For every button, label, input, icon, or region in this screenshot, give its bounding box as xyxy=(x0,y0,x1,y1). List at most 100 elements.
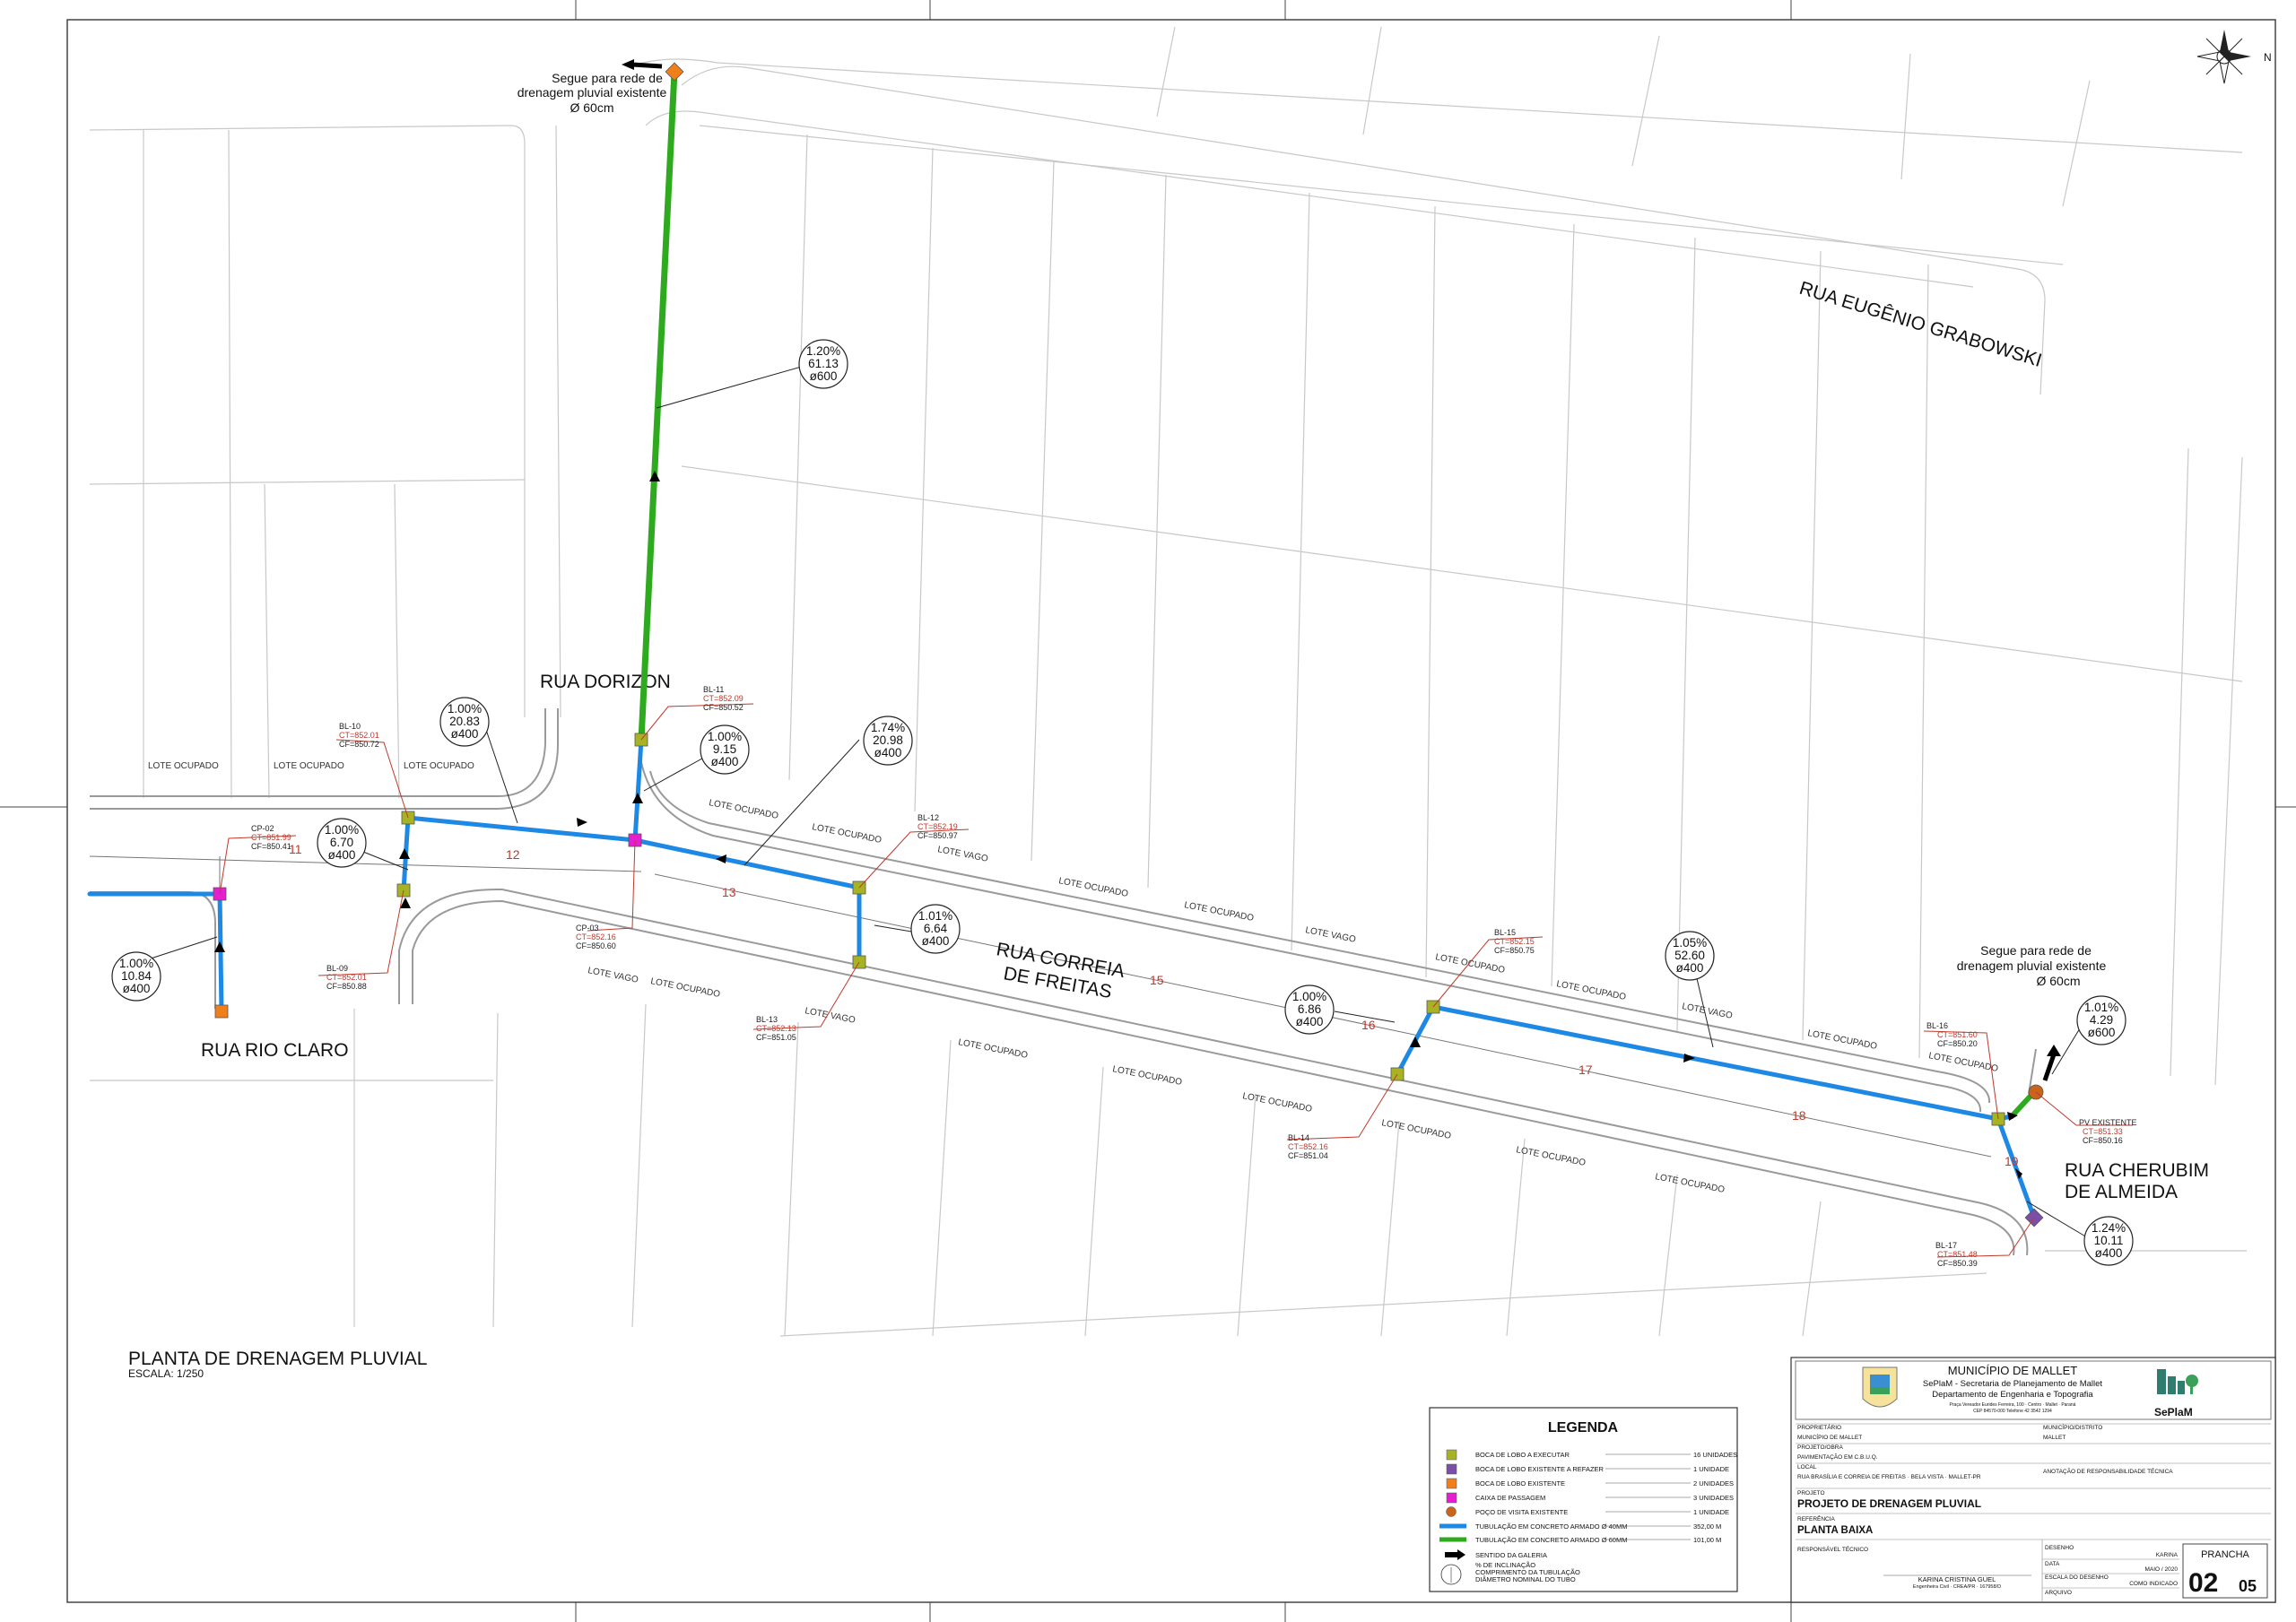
street-eugenio: RUA EUGÊNIO GRABOWSKI xyxy=(1797,278,2045,371)
svg-text:1.05%: 1.05% xyxy=(1673,936,1707,950)
svg-text:TUBULAÇÃO EM CONCRETO ARMADO Ø: TUBULAÇÃO EM CONCRETO ARMADO Ø 40MM xyxy=(1475,1522,1627,1531)
seplam-logo-icon: SePlaM xyxy=(2154,1369,2198,1418)
svg-text:LOTE OCUPADO: LOTE OCUPADO xyxy=(649,976,721,1000)
svg-text:CF=850.72: CF=850.72 xyxy=(339,740,379,749)
flow-arrow xyxy=(214,941,225,952)
sheet-border xyxy=(66,19,2276,1603)
svg-text:drenagem pluvial existente: drenagem pluvial existente xyxy=(517,85,667,100)
svg-text:% DE INCLINAÇÃO: % DE INCLINAÇÃO xyxy=(1475,1561,1535,1569)
svg-text:10.11: 10.11 xyxy=(2094,1234,2124,1247)
svg-text:BL-15: BL-15 xyxy=(1494,928,1516,937)
street-rio-claro: RUA RIO CLARO xyxy=(201,1040,349,1061)
svg-text:CF=850.88: CF=850.88 xyxy=(326,982,367,991)
svg-text:CF=851.04: CF=851.04 xyxy=(1288,1151,1328,1160)
svg-text:LOTE VAGO: LOTE VAGO xyxy=(936,845,988,864)
svg-text:Segue para rede de: Segue para rede de xyxy=(1980,943,2092,958)
svg-text:TUBULAÇÃO EM CONCRETO ARMADO Ø: TUBULAÇÃO EM CONCRETO ARMADO Ø 60MM xyxy=(1475,1536,1627,1544)
svg-text:1.24%: 1.24% xyxy=(2092,1221,2126,1235)
legend-item-5: TUBULAÇÃO EM CONCRETO ARMADO Ø 40MM 352,0… xyxy=(1439,1522,1721,1531)
flow-arrow xyxy=(1410,1037,1421,1047)
svg-text:DESENHO: DESENHO xyxy=(2045,1545,2074,1551)
flow-arrow xyxy=(2007,1112,2018,1121)
svg-text:CT=852.13: CT=852.13 xyxy=(756,1024,796,1033)
svg-text:ø600: ø600 xyxy=(2088,1026,2116,1039)
svg-text:1.01%: 1.01% xyxy=(2084,1001,2118,1014)
svg-text:LOTE OCUPADO: LOTE OCUPADO xyxy=(811,822,883,846)
legend-item-6: TUBULAÇÃO EM CONCRETO ARMADO Ø 60MM 101,0… xyxy=(1439,1536,1721,1544)
svg-text:ø400: ø400 xyxy=(451,727,479,741)
svg-text:LOTE OCUPADO: LOTE OCUPADO xyxy=(404,761,474,771)
svg-text:PRANCHA: PRANCHA xyxy=(2201,1549,2249,1560)
pipe-400 xyxy=(217,891,224,1014)
svg-text:LOTE OCUPADO: LOTE OCUPADO xyxy=(1241,1091,1313,1115)
svg-text:LOTE OCUPADO: LOTE OCUPADO xyxy=(957,1037,1029,1061)
svg-text:BOCA DE LOBO EXISTENTE A REFAZ: BOCA DE LOBO EXISTENTE A REFAZER xyxy=(1475,1465,1605,1473)
flow-arrow xyxy=(649,471,660,481)
svg-text:1.00%: 1.00% xyxy=(1292,990,1326,1003)
svg-text:CF=850.52: CF=850.52 xyxy=(703,703,744,712)
svg-text:ANOTAÇÃO DE RESPONSABILIDADE T: ANOTAÇÃO DE RESPONSABILIDADE TÉCNICA xyxy=(2043,1467,2173,1475)
svg-text:15: 15 xyxy=(1150,973,1164,987)
svg-text:CT=852.09: CT=852.09 xyxy=(703,694,744,703)
svg-text:BL-13: BL-13 xyxy=(756,1015,778,1024)
svg-text:SENTIDO DA GALERIA: SENTIDO DA GALERIA xyxy=(1475,1551,1547,1559)
svg-text:CT=851.33: CT=851.33 xyxy=(2083,1127,2123,1136)
svg-text:RESPONSÁVEL TÉCNICO: RESPONSÁVEL TÉCNICO xyxy=(1797,1545,1868,1553)
svg-text:101,00 M: 101,00 M xyxy=(1693,1536,1721,1544)
svg-text:LOTE OCUPADO: LOTE OCUPADO xyxy=(1515,1145,1587,1168)
svg-text:LOTE VAGO: LOTE VAGO xyxy=(1681,1002,1733,1021)
svg-text:CT=852.16: CT=852.16 xyxy=(576,932,616,941)
svg-text:BL-11: BL-11 xyxy=(703,685,724,694)
street-dorizon: RUA DORIZON xyxy=(540,672,671,692)
boca-existente-north xyxy=(665,62,684,82)
svg-text:ø400: ø400 xyxy=(711,755,739,768)
svg-text:6.70: 6.70 xyxy=(330,836,353,849)
svg-text:CP-03: CP-03 xyxy=(576,924,599,932)
svg-text:352,00 M: 352,00 M xyxy=(1693,1522,1721,1531)
svg-text:52.60: 52.60 xyxy=(1674,949,1705,962)
svg-text:LOTE OCUPADO: LOTE OCUPADO xyxy=(1927,1051,1999,1074)
svg-text:ø400: ø400 xyxy=(874,746,902,759)
legend-bubble-sample xyxy=(1440,1564,1462,1585)
svg-text:PROPRIETÁRIO: PROPRIETÁRIO xyxy=(1797,1423,1841,1431)
pipe-600-north xyxy=(638,68,678,743)
svg-text:12: 12 xyxy=(506,847,520,862)
svg-text:10.84: 10.84 xyxy=(121,969,152,983)
svg-text:LOTE OCUPADO: LOTE OCUPADO xyxy=(148,761,219,771)
svg-text:6.86: 6.86 xyxy=(1298,1002,1321,1016)
street-cherubim-2: DE ALMEIDA xyxy=(2065,1182,2178,1202)
svg-text:6.64: 6.64 xyxy=(924,922,948,935)
svg-text:ø400: ø400 xyxy=(922,934,950,948)
project-name: PROJETO DE DRENAGEM PLUVIAL xyxy=(1797,1497,1981,1510)
svg-text:CF=851.05: CF=851.05 xyxy=(756,1033,796,1042)
boca-existente-rio-claro xyxy=(214,1004,229,1019)
svg-text:PAVIMENTAÇÃO EM C.B.U.Q.: PAVIMENTAÇÃO EM C.B.U.Q. xyxy=(1797,1453,1878,1461)
svg-text:KARINA CRISTINA GUEL: KARINA CRISTINA GUEL xyxy=(1918,1575,1996,1583)
svg-text:CF=850.20: CF=850.20 xyxy=(1937,1039,1978,1048)
svg-text:KARINA: KARINA xyxy=(2156,1552,2179,1558)
svg-text:13: 13 xyxy=(722,885,736,899)
flow-arrow xyxy=(577,818,587,827)
svg-text:9.15: 9.15 xyxy=(713,742,736,756)
svg-text:ARQUIVO: ARQUIVO xyxy=(2045,1590,2072,1596)
svg-text:CT=852.01: CT=852.01 xyxy=(326,973,367,982)
svg-text:19: 19 xyxy=(2005,1154,2019,1168)
svg-text:MAIO / 2020: MAIO / 2020 xyxy=(2145,1566,2179,1573)
legend-item-7: SENTIDO DA GALERIA xyxy=(1445,1549,1547,1560)
svg-text:PROJETO/OBRA: PROJETO/OBRA xyxy=(1797,1444,1843,1451)
pipe-400 xyxy=(632,737,644,843)
svg-text:CT=852.19: CT=852.19 xyxy=(918,822,958,831)
pipe-400 xyxy=(405,815,638,843)
